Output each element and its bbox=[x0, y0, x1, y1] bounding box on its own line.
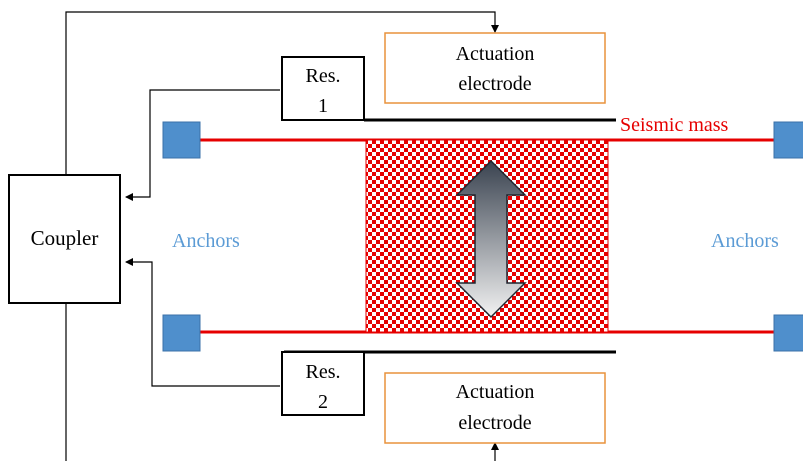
res1-signal-wire bbox=[125, 89, 280, 201]
res2-signal-wire bbox=[125, 258, 280, 387]
actuation-electrode-top: Actuation electrode bbox=[384, 32, 606, 104]
anchor-bottom-left bbox=[162, 314, 201, 352]
res2-label-line1: Res. bbox=[306, 361, 341, 383]
actuation-top-line1: Actuation bbox=[456, 43, 535, 65]
anchors-label-left: Anchors bbox=[172, 230, 240, 252]
anchor-top-right bbox=[773, 121, 803, 159]
res1-label-line2: 1 bbox=[318, 95, 328, 117]
resonator-2: Res. 2 bbox=[281, 351, 365, 416]
motion-arrow bbox=[455, 159, 527, 319]
res1-label-line1: Res. bbox=[306, 65, 341, 87]
actuation-bottom-line1: Actuation bbox=[456, 381, 535, 403]
resonator-1: Res. 1 bbox=[281, 56, 365, 121]
res2-label-line2: 2 bbox=[318, 391, 328, 413]
anchor-top-left bbox=[162, 121, 201, 159]
seismic-mass-label: Seismic mass bbox=[620, 114, 729, 136]
anchors-label-right: Anchors bbox=[711, 230, 779, 252]
coupler-label: Coupler bbox=[31, 226, 99, 250]
top-feedback-wire bbox=[65, 11, 499, 175]
coupler-block: Coupler bbox=[8, 174, 121, 304]
actuation-top-line2: electrode bbox=[458, 73, 531, 95]
anchor-bottom-right bbox=[773, 314, 803, 352]
actuation-electrode-bottom: Actuation electrode bbox=[384, 372, 606, 444]
actuation-bottom-line2: electrode bbox=[458, 412, 531, 434]
